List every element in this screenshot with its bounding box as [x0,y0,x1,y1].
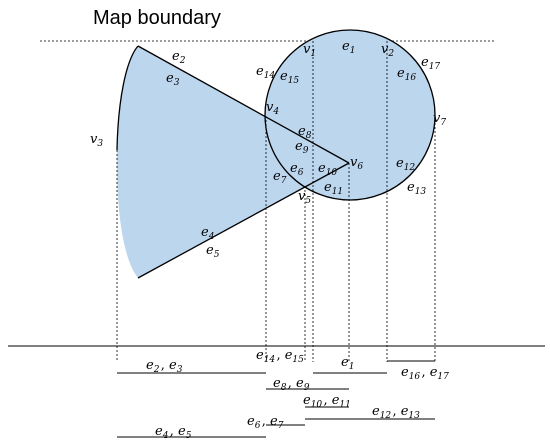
interval-label-e1: e1 [341,355,356,372]
interval-label-e8e9: e8 , e9 [273,376,311,393]
sector-lower-edge [137,162,350,279]
label-e11: e11 [324,180,344,197]
label-e17: e17 [421,55,441,72]
interval-label-e6e7: e6 , e7 [247,414,285,431]
label-v6: v6 [350,155,364,172]
interval-label-e14e15: e14 , e15 [256,348,305,365]
interval-label-e4e5: e4 , e5 [155,424,193,441]
label-e8: e8 [298,124,313,141]
label-e7: e7 [273,169,288,186]
label-e15: e15 [280,69,300,86]
label-e9: e9 [295,139,310,156]
label-e13: e13 [407,180,427,197]
interval-label-e10e11: e10 , e11 [303,393,352,410]
label-e6: e6 [290,161,305,178]
interval-segments [117,360,435,438]
label-v2: v2 [381,42,395,59]
diagram-title: Map boundary [93,7,221,29]
interval-label-e2e3: e2 , e3 [146,358,184,375]
label-e14: e14 [256,64,276,81]
label-v1: v1 [303,42,317,59]
label-e16: e16 [397,66,417,83]
interval-label-e16e17: e16 , e17 [401,365,450,382]
label-e10: e10 [318,161,338,178]
interval-label-e12e13: e12 , e13 [372,404,421,421]
labels-layer: v1 e1 v2 e2 e3 e14 e15 e16 e17 v4 v7 v3 … [90,39,450,441]
label-e1: e1 [342,39,357,56]
sector-arc-edge [116,45,139,151]
label-e12: e12 [396,156,416,173]
label-v4: v4 [266,100,280,117]
label-e4: e4 [201,225,216,242]
label-e3: e3 [166,71,181,88]
circle-region [265,30,435,200]
label-v3: v3 [90,132,104,149]
label-e2: e2 [172,49,187,66]
label-v5: v5 [298,189,312,206]
sector-region [116,46,349,278]
label-e5: e5 [206,243,221,260]
label-v7: v7 [433,111,447,128]
shaded-regions [116,30,435,278]
projection-lines [116,41,436,362]
sector-upper-edge [137,45,350,164]
